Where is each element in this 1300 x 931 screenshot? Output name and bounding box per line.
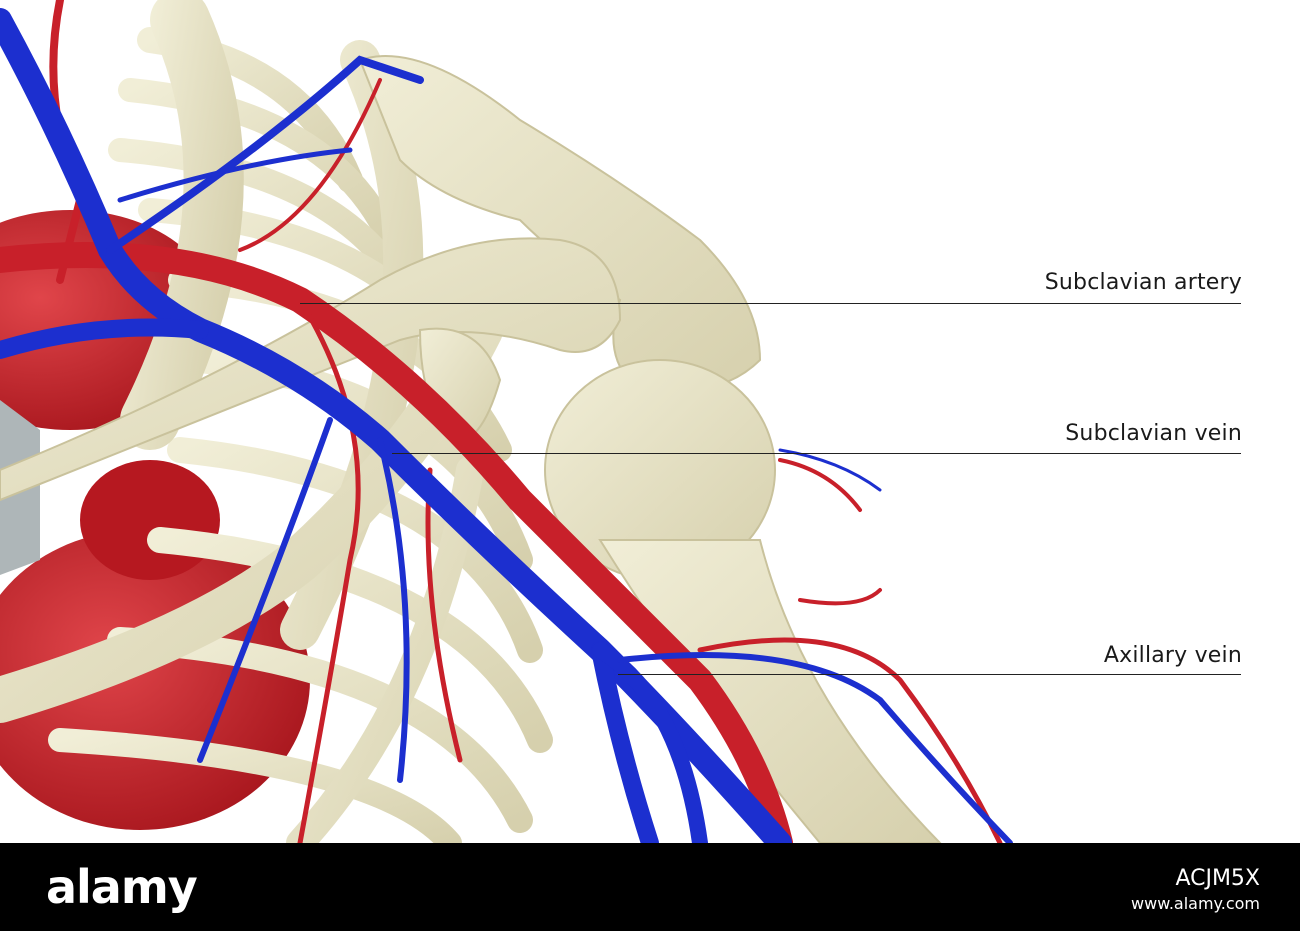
- subclavian-vein-leader-line: [392, 453, 1241, 454]
- label-subclavian-artery: Subclavian artery: [1044, 270, 1242, 295]
- subclavian-artery-leader-line: [300, 303, 1241, 304]
- image-id: ACJM5X: [1175, 866, 1260, 891]
- footer-bar: [0, 843, 1300, 931]
- label-axillary-vein: Axillary vein: [1103, 643, 1242, 668]
- alamy-logo: alamy: [46, 860, 198, 914]
- brand-url: www.alamy.com: [1131, 894, 1260, 913]
- veins: [0, 8, 1013, 843]
- label-subclavian-vein: Subclavian vein: [1065, 421, 1242, 446]
- scapula: [358, 55, 762, 393]
- axillary-vein-leader-line: [618, 674, 1241, 675]
